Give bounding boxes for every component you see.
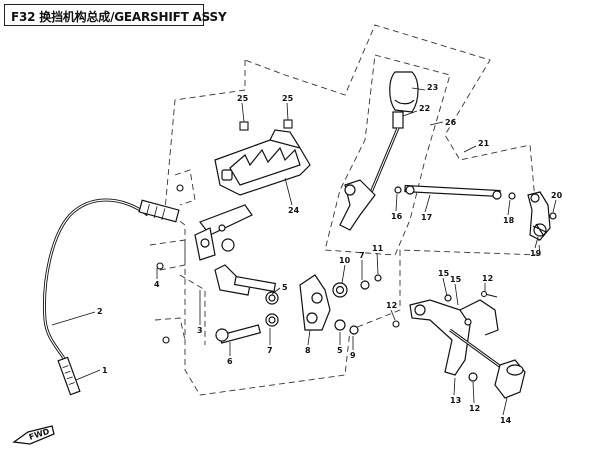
callout-23: 23 — [427, 83, 438, 92]
callout-7-lower: 7 — [267, 346, 273, 355]
callout-11: 11 — [372, 244, 384, 253]
callout-14: 14 — [500, 416, 512, 425]
right-bracket-13 — [409, 294, 526, 399]
callout-12-right: 12 — [482, 274, 493, 283]
callout-12-left: 12 — [386, 301, 397, 310]
callout-16: 16 — [391, 212, 403, 221]
shift-linkage — [194, 204, 279, 344]
shift-rod-17 — [394, 184, 516, 200]
gearshift-cable — [43, 198, 180, 396]
callout-2: 2 — [97, 307, 103, 316]
small-fasteners — [156, 119, 498, 344]
sub-boundary-left — [149, 169, 206, 345]
callout-12-bottom: 12 — [469, 404, 480, 413]
callout-22: 22 — [419, 104, 430, 113]
callout-21: 21 — [478, 139, 490, 148]
callout-5-lower: 5 — [337, 346, 343, 355]
callout-10: 10 — [339, 256, 351, 265]
diagram-title: F32 换挡机构总成/GEARSHIFT ASSY — [11, 10, 227, 24]
upper-bracket-24 — [214, 129, 311, 196]
callout-3: 3 — [197, 326, 203, 335]
callout-7-upper: 7 — [359, 251, 365, 260]
callout-15-right: 15 — [450, 275, 462, 284]
callout-1: 1 — [102, 366, 108, 375]
callout-24: 24 — [288, 206, 300, 215]
gear-lever — [339, 71, 419, 231]
callout-5-upper: 5 — [282, 283, 288, 292]
leader-lines — [51, 87, 557, 416]
callout-25-right: 25 — [282, 94, 294, 103]
callout-9: 9 — [350, 351, 356, 360]
fwd-arrow-icon: FWD — [12, 425, 55, 445]
callouts: 1 2 3 4 5 5 6 7 7 8 9 10 11 12 12 12 13 … — [97, 83, 563, 425]
selector-plate-8 — [299, 274, 382, 335]
callout-18: 18 — [503, 216, 515, 225]
callout-17: 17 — [421, 213, 432, 222]
callout-6: 6 — [227, 357, 233, 366]
callout-8: 8 — [305, 346, 311, 355]
callout-13: 13 — [450, 396, 461, 405]
callout-20: 20 — [551, 191, 563, 200]
assembly-boundary-26 — [324, 54, 451, 256]
title-box: F32 换挡机构总成/GEARSHIFT ASSY — [4, 4, 227, 26]
callout-19: 19 — [530, 249, 542, 258]
lever-arm-19 — [527, 191, 557, 241]
callout-15-left: 15 — [438, 269, 450, 278]
callout-25-left: 25 — [237, 94, 249, 103]
callout-4: 4 — [154, 280, 160, 289]
callout-26: 26 — [445, 118, 457, 127]
